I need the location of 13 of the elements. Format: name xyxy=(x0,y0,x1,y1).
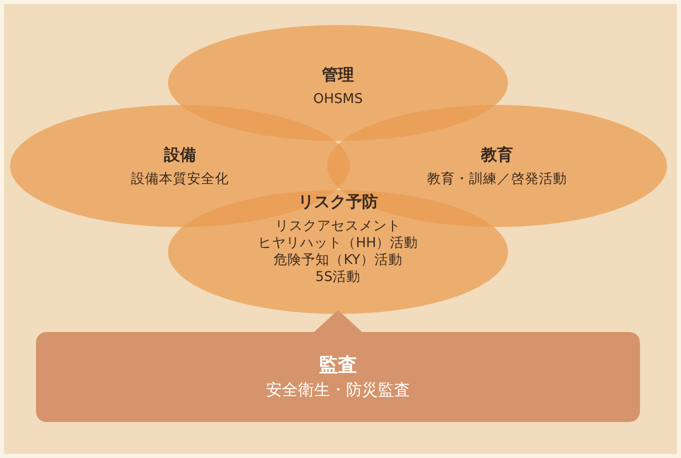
item-text: 危険予知（KY）活動 xyxy=(274,252,402,268)
heading: 教育 xyxy=(481,145,513,164)
item-text: リスクアセスメント xyxy=(275,218,401,234)
item-text: 安全衛生・防災監査 xyxy=(266,380,410,399)
item-text: 5S活動 xyxy=(315,269,361,285)
item-text: OHSMS xyxy=(313,91,363,107)
item-text: 設備本質安全化 xyxy=(131,171,229,187)
item-text: ヒヤリハット（HH）活動 xyxy=(258,235,418,251)
heading: 設備 xyxy=(164,145,196,164)
heading: リスク予防 xyxy=(298,192,378,211)
heading: 管理 xyxy=(322,65,354,84)
heading: 監査 xyxy=(319,354,357,376)
item-text: 教育・訓練／啓発活動 xyxy=(427,171,567,187)
